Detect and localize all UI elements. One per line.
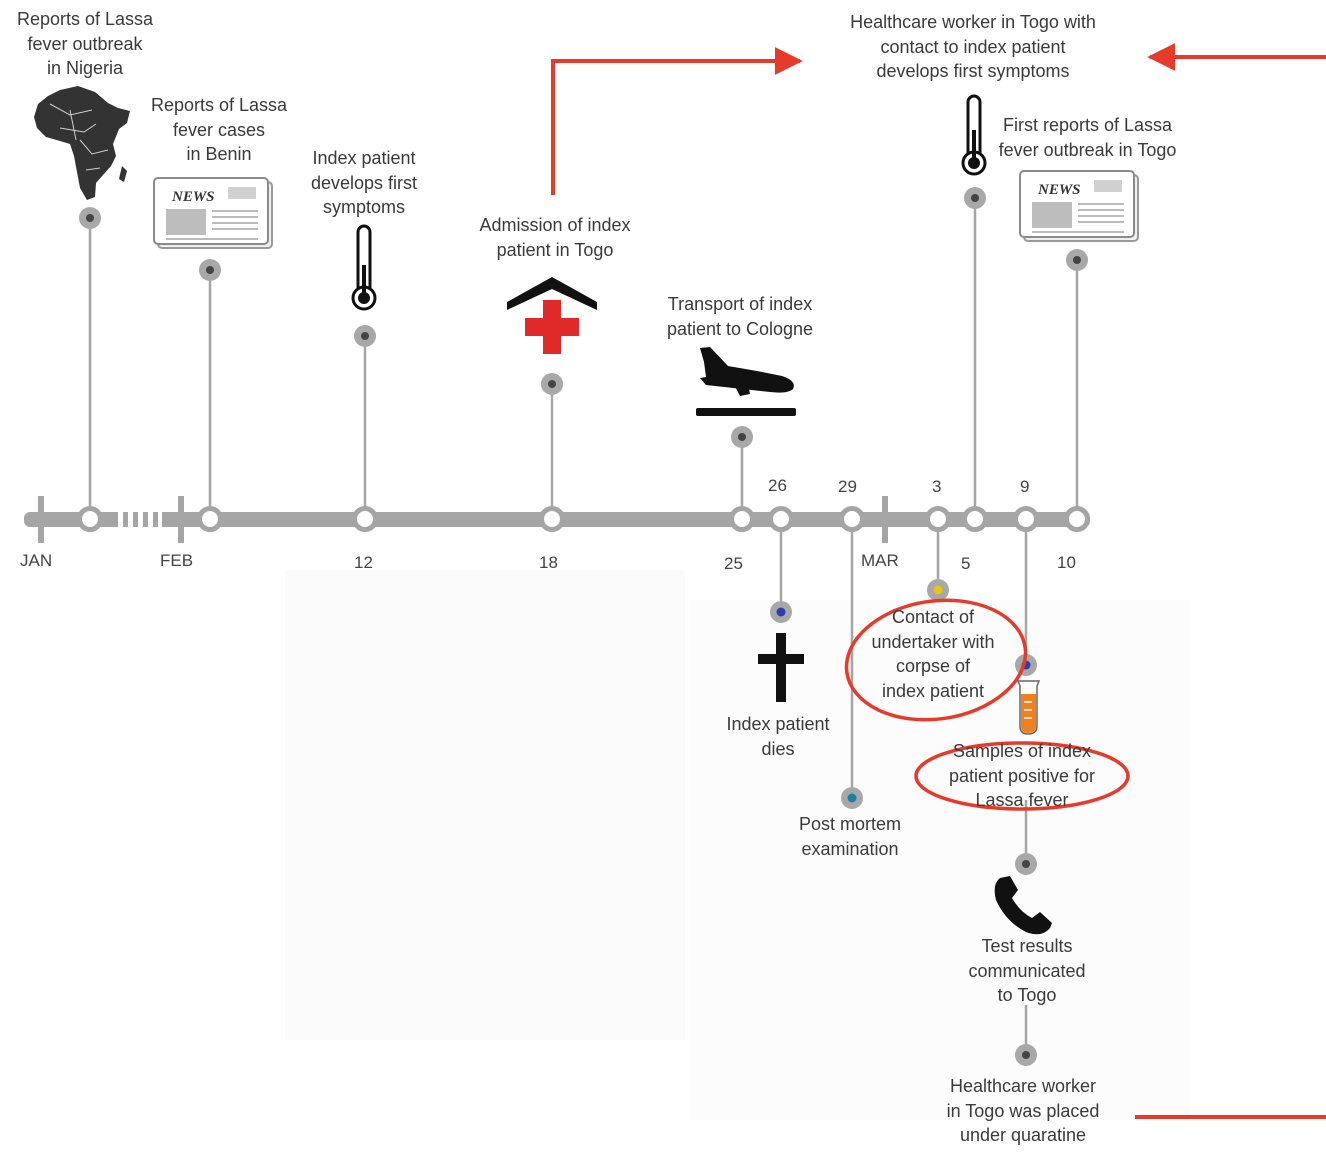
day-label-26: 26 <box>768 476 787 495</box>
dot-nigeria <box>79 207 101 229</box>
dot-post-mortem <box>841 787 863 809</box>
month-label-mar: MAR <box>861 551 899 570</box>
day-label-12: 12 <box>354 553 373 572</box>
dot-first-symptoms <box>354 325 376 347</box>
dot-dies <box>770 601 792 623</box>
month-tick-feb <box>178 496 184 543</box>
month-label-jan: JAN <box>20 551 53 570</box>
label-first-symptoms: Index patient develops first symptoms <box>310 148 418 217</box>
node-feb-25 <box>729 506 755 532</box>
label-positive: Samples of index patient positive for La… <box>948 741 1096 810</box>
node-feb-12 <box>352 506 378 532</box>
admission-arrow <box>551 47 803 195</box>
test-tube-icon <box>1016 680 1041 735</box>
dot-undertaker <box>927 579 949 601</box>
highlight-arrows <box>551 43 1326 1119</box>
month-tick-jan <box>38 496 44 543</box>
day-label-3: 3 <box>932 477 942 496</box>
dot-hcw-symptoms <box>964 187 986 209</box>
dot-transport <box>731 426 753 448</box>
highlight-ellipse-positive <box>914 741 1130 811</box>
timeline-nodes <box>77 506 1090 532</box>
label-undertaker: Contact of undertaker with corpse of ind… <box>871 607 995 701</box>
airplane-landing-icon <box>696 347 796 416</box>
dot-admission <box>541 373 563 395</box>
day-label-29: 29 <box>838 477 857 496</box>
newspaper-icon-benin: NEWS <box>153 177 273 249</box>
month-label-feb: FEB <box>160 551 194 570</box>
node-benin <box>197 506 223 532</box>
newspaper-label: NEWS <box>1037 182 1081 198</box>
thermometer-icon <box>351 224 377 311</box>
africa-map-icon <box>34 86 130 200</box>
cross-icon <box>758 633 804 702</box>
node-mar-3 <box>925 506 951 532</box>
label-hcw-symptoms: Healthcare worker in Togo with contact t… <box>850 12 1096 81</box>
dot-quarantine <box>1015 1044 1037 1066</box>
label-post-mortem: Post mortem examination <box>798 814 902 859</box>
node-feb-26 <box>768 506 794 532</box>
label-quarantine: Healthcare worker in Togo was placed und… <box>946 1076 1100 1145</box>
thermometer-icon <box>961 94 987 176</box>
day-label-25: 25 <box>724 554 743 573</box>
month-tick-mar <box>882 496 888 543</box>
telephone-icon <box>994 876 1052 935</box>
highlight-ellipse-undertaker <box>844 598 1028 722</box>
node-mar-10 <box>1064 506 1090 532</box>
node-feb-29 <box>839 506 865 532</box>
dot-benin <box>199 259 221 281</box>
label-dies: Index patient dies <box>726 714 830 759</box>
node-mar-5 <box>962 506 988 532</box>
event-dots <box>79 187 1088 1066</box>
newspaper-icon-togo: NEWS <box>1019 170 1139 242</box>
hospital-icon <box>507 277 597 354</box>
label-nigeria: Reports of Lassa fever outbreak in Niger… <box>16 9 154 78</box>
dot-togo-reports <box>1066 249 1088 271</box>
node-feb-18 <box>539 506 565 532</box>
node-mar-9 <box>1013 506 1039 532</box>
label-togo-reports: First reports of Lassa fever outbreak in… <box>998 115 1177 160</box>
dot-results <box>1015 853 1037 875</box>
label-results: Test results communicated to Togo <box>968 936 1086 1005</box>
day-label-9: 9 <box>1020 477 1030 496</box>
newspaper-label: NEWS <box>171 189 215 205</box>
day-label-18: 18 <box>539 553 558 572</box>
label-benin: Reports of Lassa fever cases in Benin <box>150 95 288 164</box>
timeline-break <box>118 510 162 529</box>
day-label-10: 10 <box>1057 553 1076 572</box>
label-admission: Admission of index patient in Togo <box>479 215 631 260</box>
node-nigeria <box>77 506 103 532</box>
day-label-5: 5 <box>961 554 971 573</box>
label-transport: Transport of index patient to Cologne <box>666 294 814 339</box>
